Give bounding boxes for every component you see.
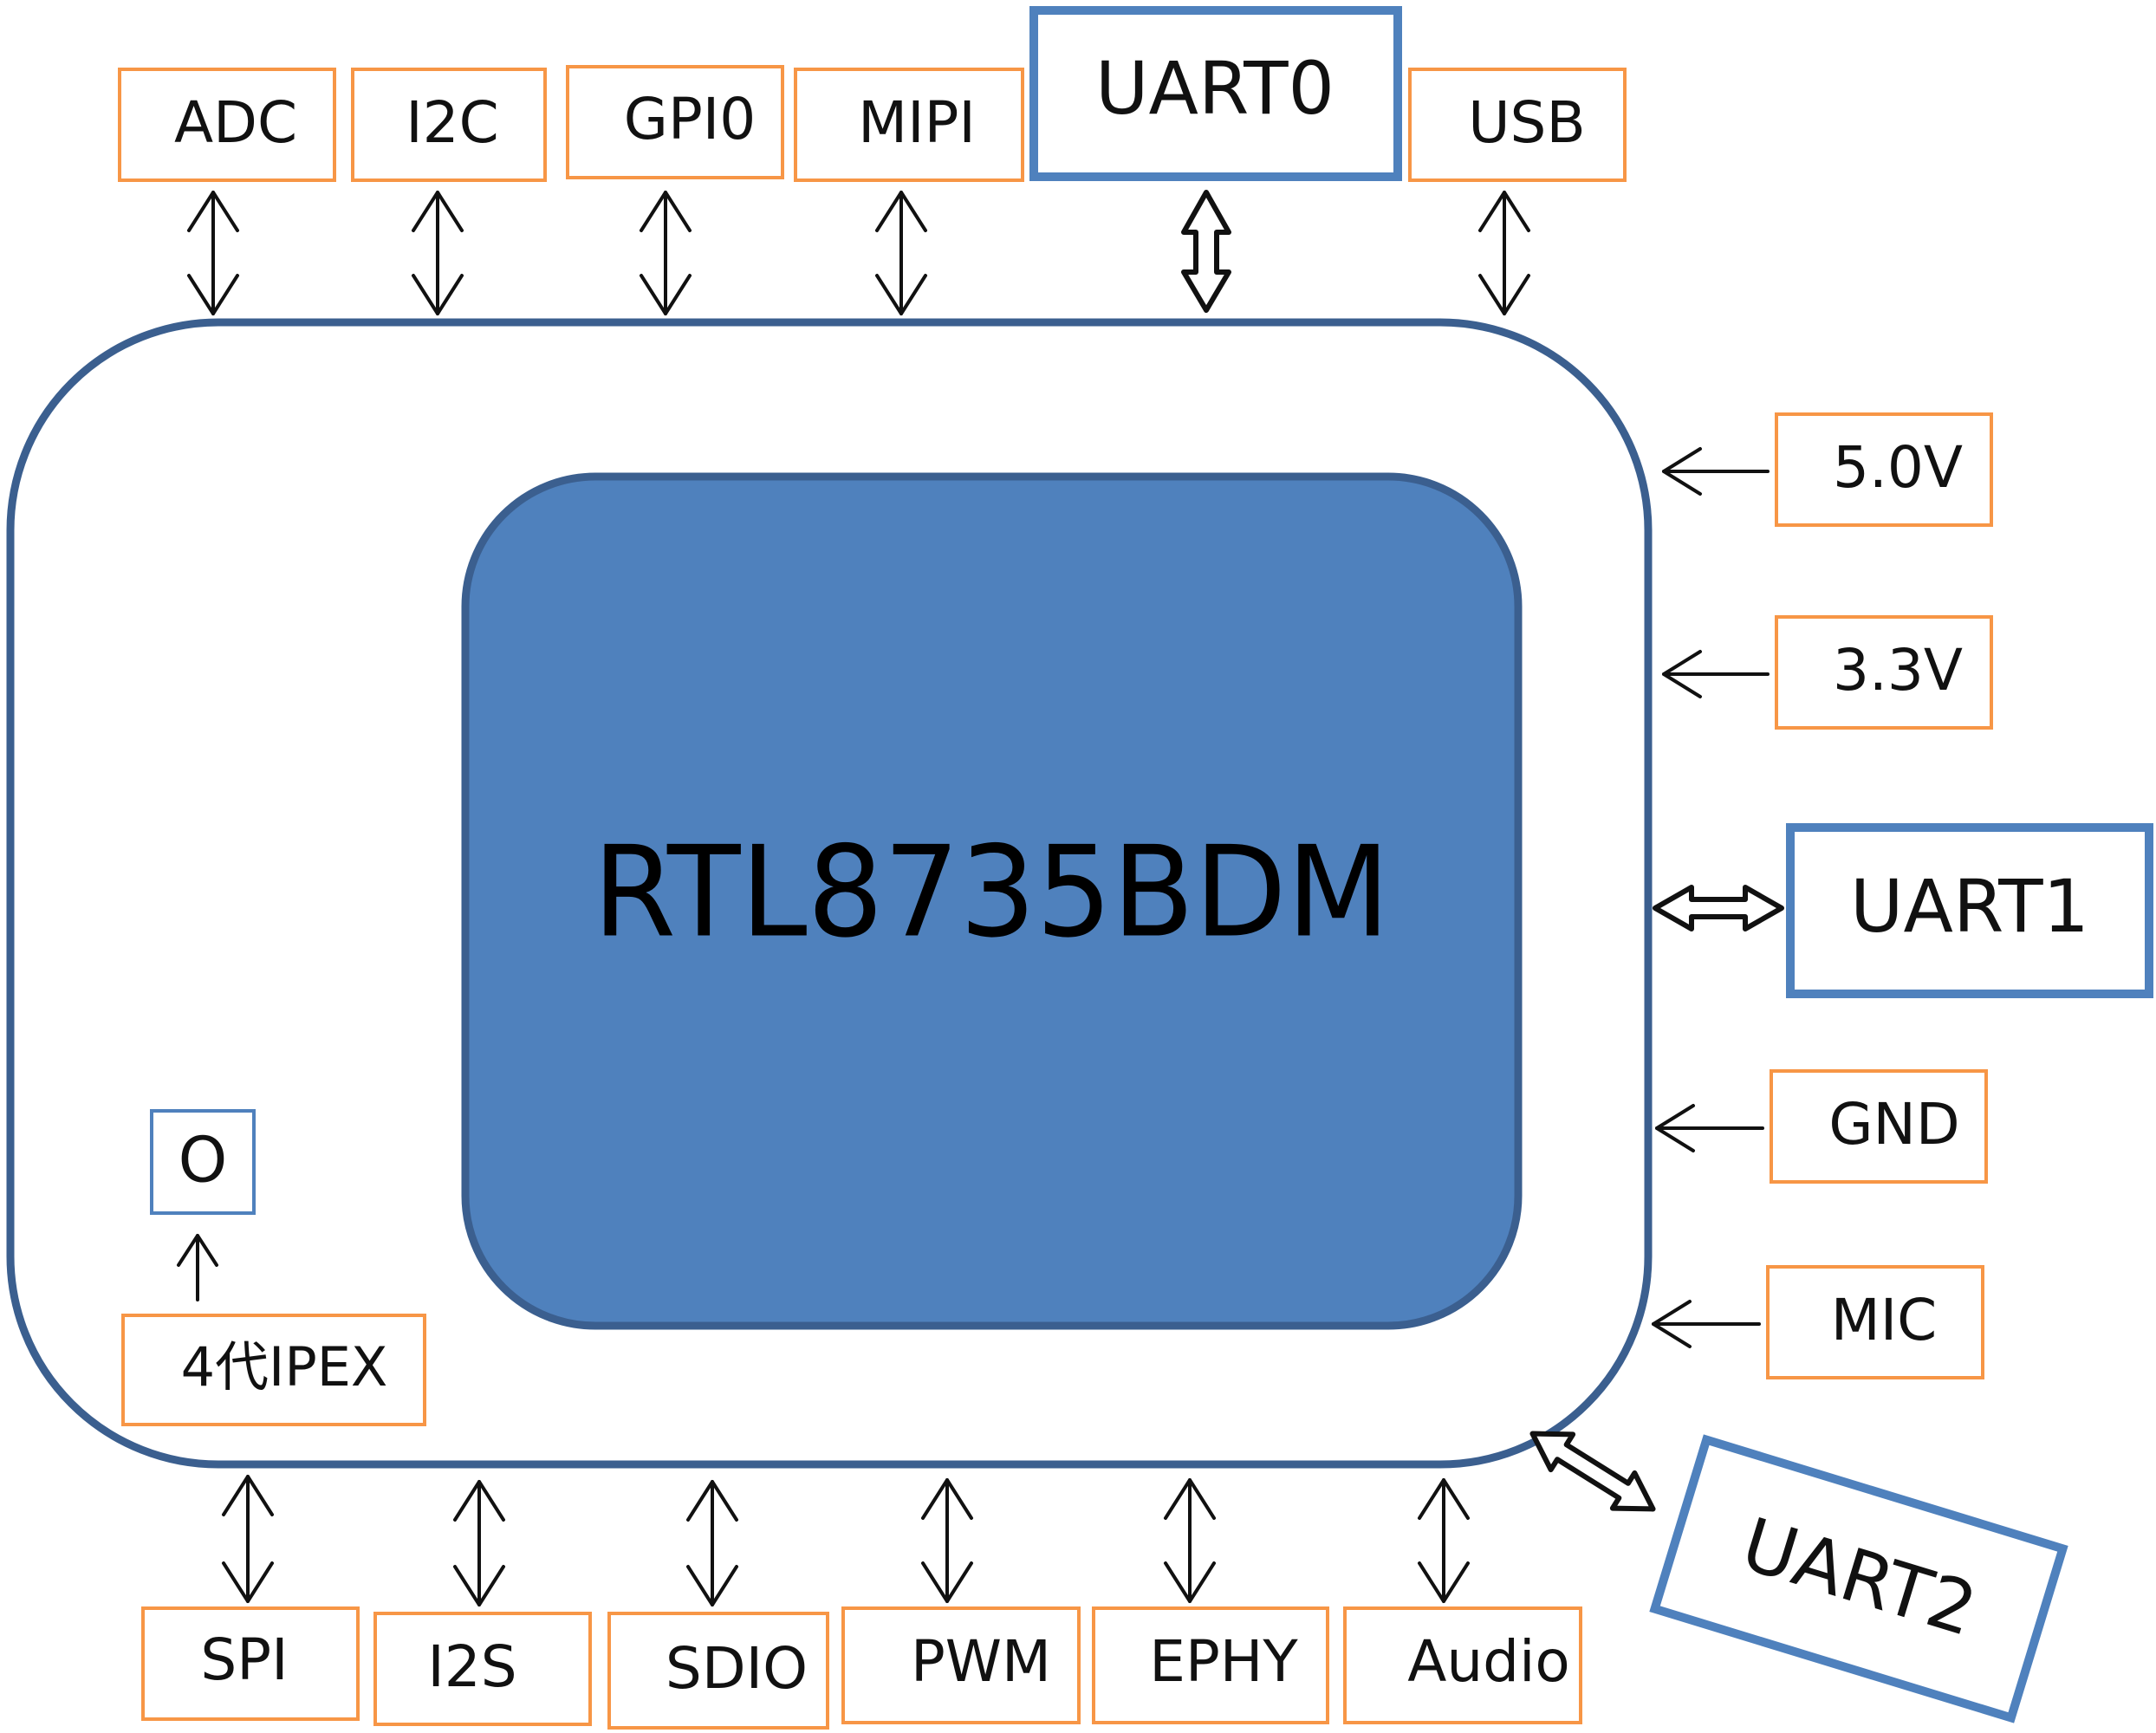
port-gpio-box [566, 65, 784, 179]
port-5v: 5.0V [1775, 412, 1993, 527]
arrow-uart1 [1653, 885, 1784, 931]
ipex-connector-symbol: O [179, 1124, 228, 1197]
port-gpio: GPI0 [566, 65, 784, 179]
port-usb-box [1408, 68, 1627, 182]
port-gnd-box [1770, 1069, 1988, 1184]
port-i2c-box [351, 68, 547, 182]
port-spi-box [141, 1606, 360, 1721]
chip-label: RTL8735BDM [593, 820, 1390, 966]
arrow-ipex [177, 1234, 218, 1301]
port-3v3-box [1775, 615, 1993, 730]
port-gnd-label: GND [1828, 1091, 1959, 1158]
port-ephy-label: EPHY [1149, 1628, 1298, 1695]
port-adc-box [118, 68, 336, 182]
arrow-gnd [1655, 1104, 1764, 1152]
port-pwm-label: PWM [911, 1628, 1051, 1695]
port-uart1-box [1786, 823, 2153, 998]
port-gnd: GND [1770, 1069, 1988, 1184]
arrow-audio [1418, 1478, 1470, 1603]
chip-block [461, 472, 1523, 1330]
port-adc-label: ADC [174, 89, 297, 156]
arrow-ephy [1164, 1478, 1216, 1603]
port-audio: Audio [1343, 1606, 1582, 1724]
port-mic-box [1766, 1265, 1984, 1379]
ipex-connector-box [150, 1109, 256, 1215]
port-spi-label: SPI [200, 1626, 288, 1693]
arrow-pwm [921, 1478, 973, 1603]
port-i2s-box [373, 1612, 592, 1726]
arrow-i2c [412, 191, 464, 315]
port-uart2-box [1649, 1434, 2068, 1723]
arrow-usb [1478, 191, 1530, 315]
port-i2s: I2S [373, 1612, 592, 1726]
arrow-mic [1652, 1300, 1761, 1348]
ipex-antenna-box [121, 1314, 426, 1426]
arrow-uart0 [1181, 190, 1231, 313]
port-adc: ADC [118, 68, 336, 182]
arrow-5v [1662, 447, 1770, 496]
port-3v3-label: 3.3V [1833, 637, 1963, 704]
arrow-mipi [875, 191, 927, 315]
arrow-uart2 [1529, 1431, 1656, 1512]
port-uart0-label: UART0 [1095, 46, 1335, 131]
port-mic: MIC [1766, 1265, 1984, 1379]
port-5v-label: 5.0V [1833, 434, 1963, 501]
port-ephy: EPHY [1092, 1606, 1329, 1724]
port-usb-label: USB [1468, 89, 1585, 156]
port-5v-box [1775, 412, 1993, 527]
port-gpio-label: GPI0 [624, 86, 756, 153]
ipex-antenna: 4代IPEX [121, 1314, 426, 1426]
arrow-spi [222, 1475, 274, 1603]
port-mipi-label: MIPI [858, 89, 976, 156]
arrow-i2s [453, 1480, 505, 1606]
arrow-gpio [640, 191, 692, 315]
port-sdio: SDIO [607, 1612, 829, 1730]
port-uart1-label: UART1 [1850, 864, 2089, 949]
port-ephy-box [1092, 1606, 1329, 1724]
ipex-antenna-label: 4代IPEX [181, 1335, 388, 1399]
port-uart0-box [1029, 6, 1402, 181]
arrow-adc [187, 191, 239, 315]
port-uart1: UART1 [1786, 823, 2153, 998]
port-pwm-box [841, 1606, 1081, 1724]
arrow-3v3 [1662, 650, 1770, 698]
port-sdio-box [607, 1612, 829, 1730]
port-audio-label: Audio [1407, 1628, 1570, 1695]
port-spi: SPI [141, 1606, 360, 1721]
arrow-sdio [686, 1480, 738, 1606]
port-pwm: PWM [841, 1606, 1081, 1724]
port-uart0: UART0 [1029, 6, 1402, 181]
port-3v3: 3.3V [1775, 615, 1993, 730]
port-uart2: UART2 [1649, 1434, 2068, 1723]
port-audio-box [1343, 1606, 1582, 1724]
port-i2s-label: I2S [427, 1633, 516, 1700]
port-mic-label: MIC [1831, 1287, 1938, 1353]
port-usb: USB [1408, 68, 1627, 182]
port-sdio-label: SDIO [666, 1635, 808, 1702]
port-mipi: MIPI [794, 68, 1024, 182]
port-i2c-label: I2C [406, 89, 499, 156]
port-mipi-box [794, 68, 1024, 182]
port-i2c: I2C [351, 68, 547, 182]
